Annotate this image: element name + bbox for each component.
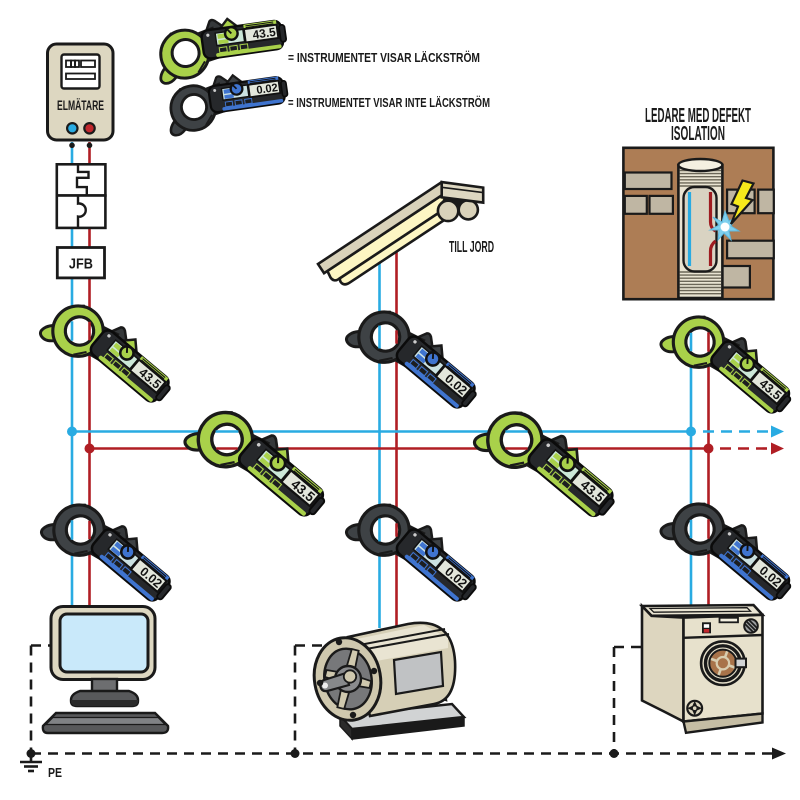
svg-text:JFB: JFB bbox=[69, 257, 93, 273]
svg-text:ELMÄTARE: ELMÄTARE bbox=[57, 98, 104, 113]
svg-text:LEDARE MED DEFEKT: LEDARE MED DEFEKT bbox=[645, 105, 751, 127]
svg-text:TILL JORD: TILL JORD bbox=[449, 239, 494, 256]
svg-text:= INSTRUMENTET VISAR LÄCKSTRÖM: = INSTRUMENTET VISAR LÄCKSTRÖM bbox=[288, 50, 480, 65]
svg-text:= INSTRUMENTET VISAR INTE LÄCK: = INSTRUMENTET VISAR INTE LÄCKSTRÖM bbox=[288, 95, 490, 110]
svg-text:ISOLATION: ISOLATION bbox=[671, 123, 725, 145]
svg-text:PE: PE bbox=[48, 765, 62, 780]
